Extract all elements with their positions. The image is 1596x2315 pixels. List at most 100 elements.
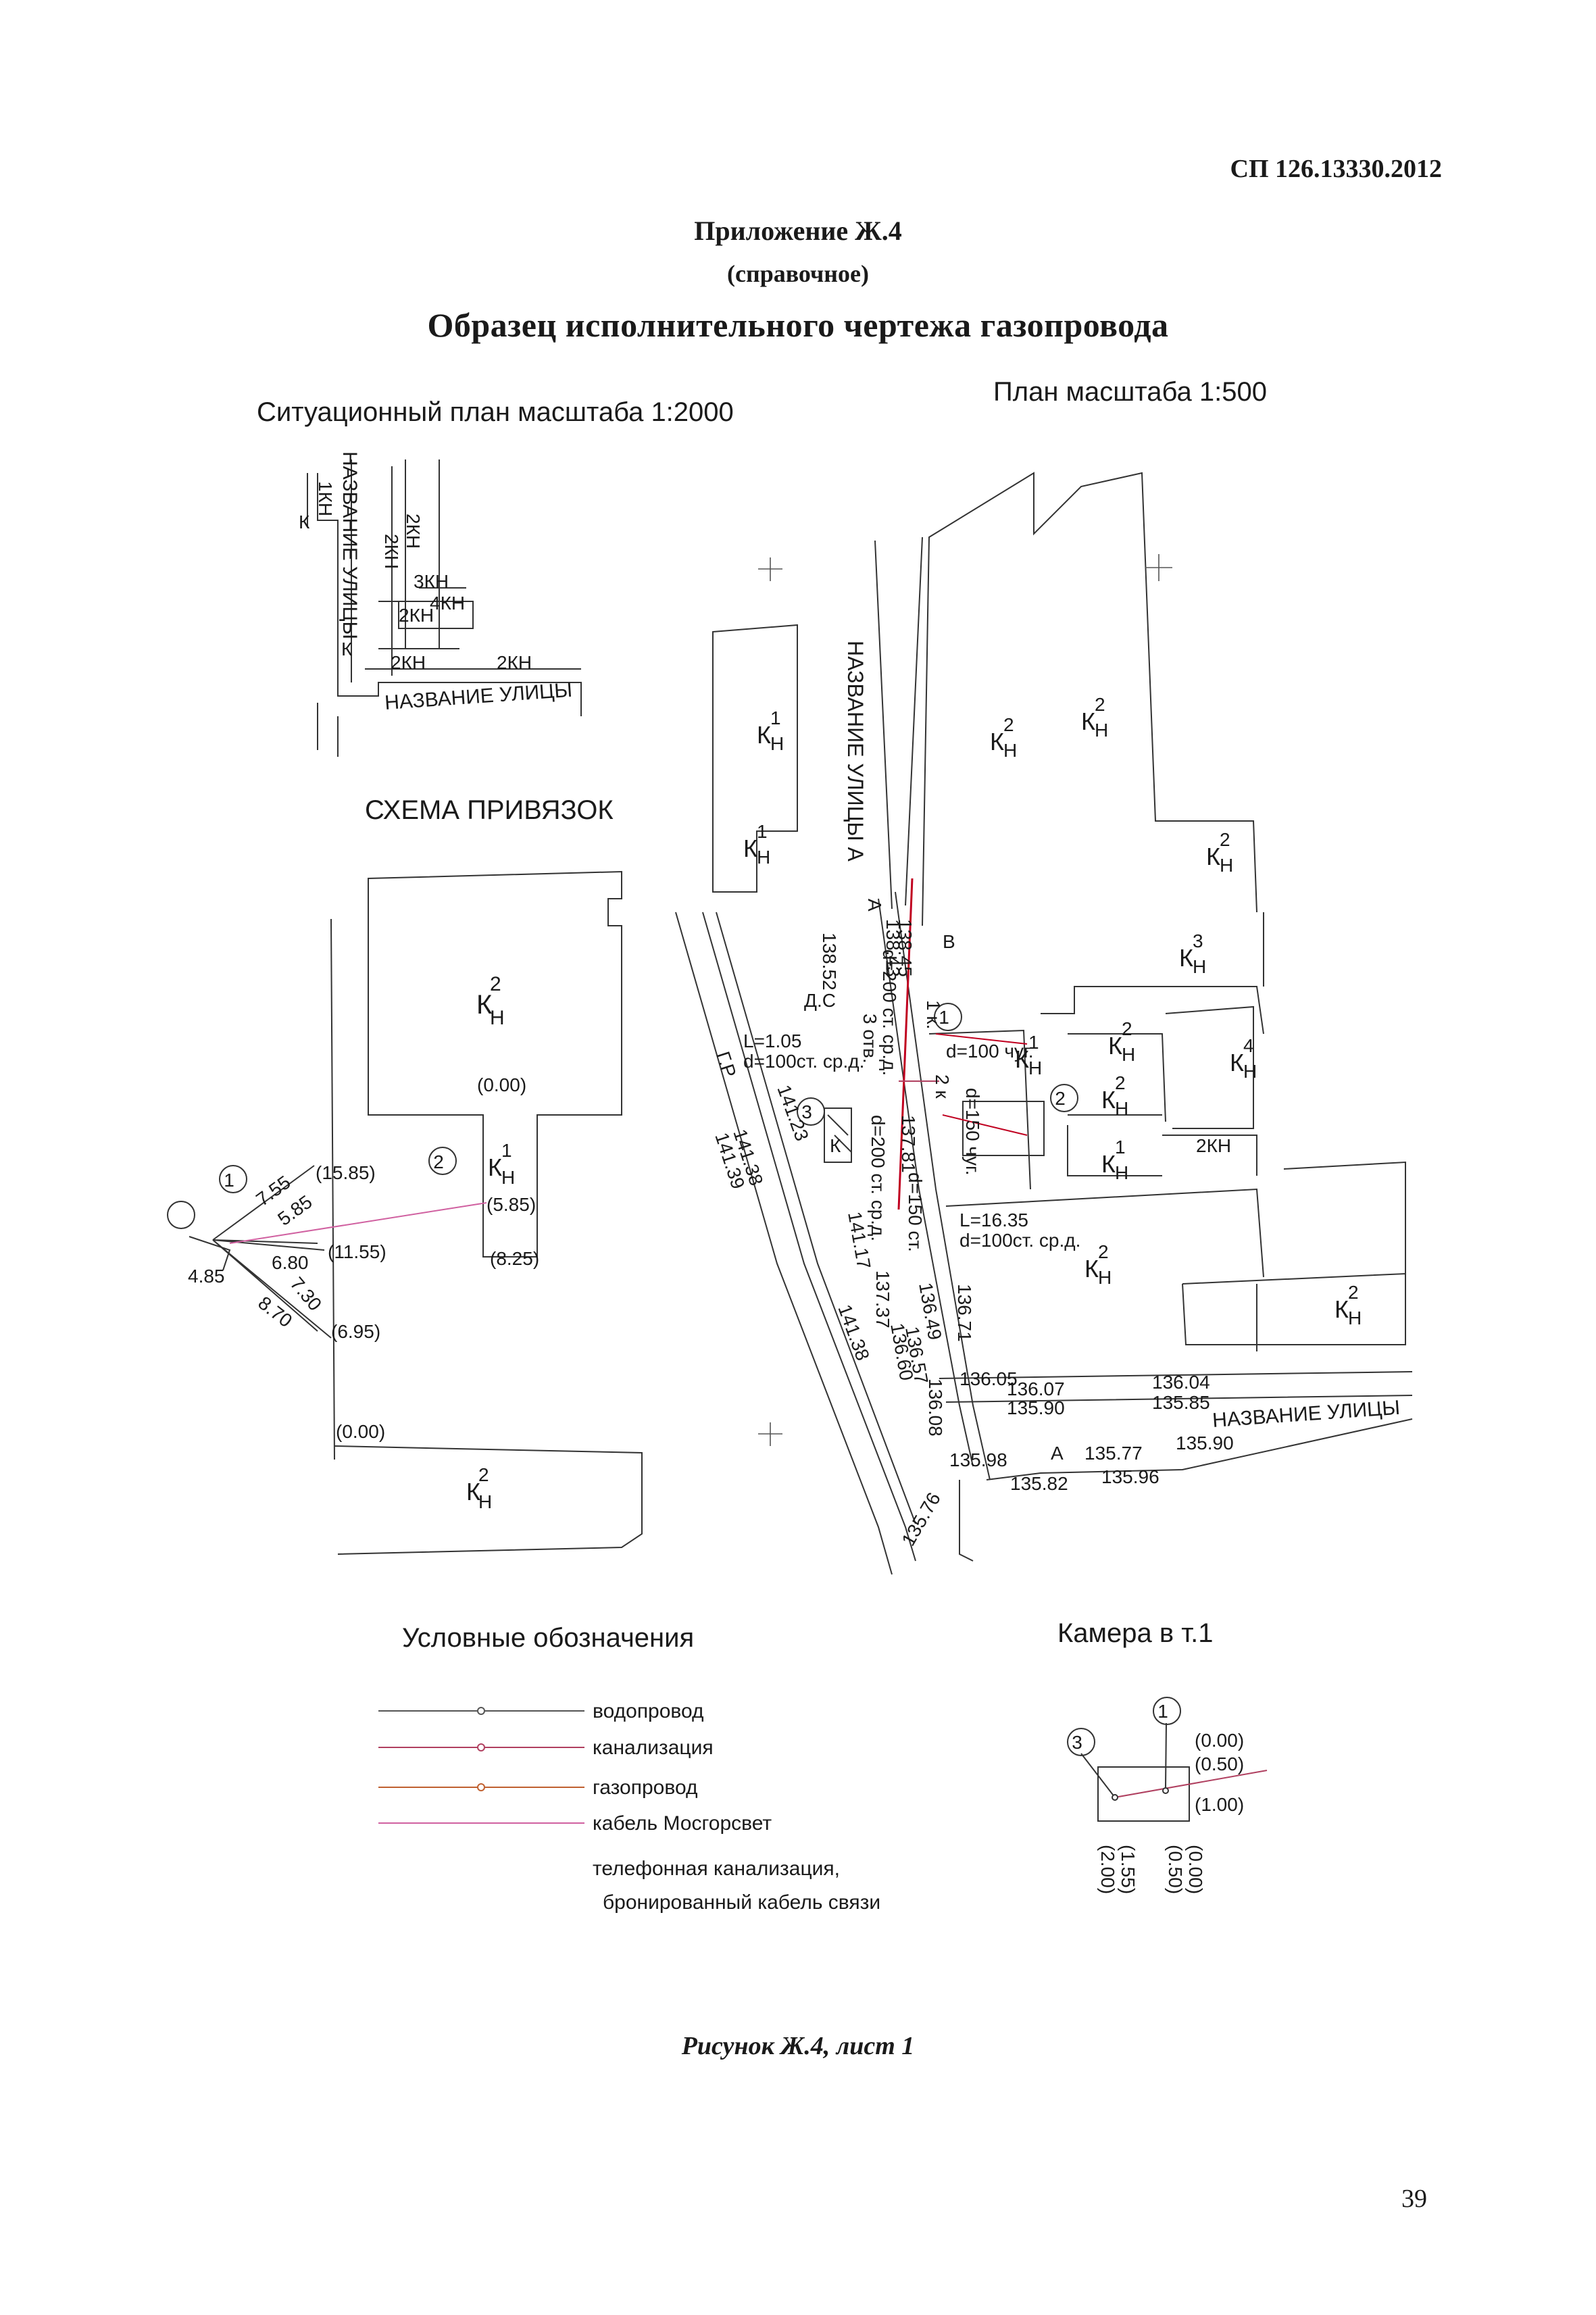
svg-text:1: 1: [757, 821, 768, 842]
legend-title: Условные обозначения: [402, 1623, 694, 1653]
svg-text:Н: Н: [1003, 740, 1017, 761]
svg-text:К: К: [1101, 1086, 1116, 1114]
legend-gas: газопровод: [593, 1776, 697, 1799]
binding-scheme-title: СХЕМА ПРИВЯЗОК: [365, 795, 614, 825]
situation-label-2kn-b: 2КН: [381, 534, 402, 569]
elevation-13737: 137.37: [872, 1270, 893, 1328]
svg-text:К: К: [1081, 707, 1095, 735]
elevation-14138b: 141.38: [834, 1301, 873, 1363]
binding-mark-825: (8.25): [490, 1248, 539, 1269]
binding-distance-870: 8.70: [254, 1292, 296, 1331]
svg-text:Н: Н: [1193, 956, 1206, 977]
elevation-13605: 136.05: [959, 1368, 1018, 1389]
situation-label-k2: К: [341, 639, 353, 659]
svg-text:2: 2: [1003, 714, 1014, 735]
pipe-label-d150-st: d=150 ст.: [905, 1172, 926, 1252]
binding-mark-0-bottom: (0.00): [336, 1421, 385, 1442]
pipe-label-l1635: L=16.35: [959, 1210, 1028, 1230]
elevation-13781: 137.81: [898, 1115, 919, 1173]
svg-text:2: 2: [1115, 1072, 1126, 1093]
svg-text:1: 1: [1115, 1137, 1126, 1158]
situation-label-2kn-a: 2КН: [403, 514, 424, 549]
pipe-label-d200-b: d=200 ст. ср.д.: [868, 1115, 889, 1241]
plan-building-labels: К1Н К1Н К2Н К2Н К2Н К3Н К2Н К4Н К1Н К2Н …: [743, 694, 1362, 1328]
pipe-label-a-top: А: [864, 899, 885, 912]
main-title: Образец исполнительного чертежа газопров…: [427, 306, 1169, 344]
legend-cable: кабель Мосгорсвет: [593, 1812, 772, 1835]
svg-text:Н: Н: [770, 733, 784, 754]
binding-building-sub: Н: [490, 1007, 505, 1029]
plan-point-1: 1: [939, 1007, 949, 1028]
elevation-13852: 138.52: [819, 932, 840, 991]
pipe-label-d200-a: d=200 ст. ср.д.: [879, 949, 900, 1076]
legend-sewer: канализация: [593, 1737, 714, 1759]
plan-building-2: К1Н: [743, 821, 770, 868]
elevation-13843: 138.43: [882, 919, 903, 977]
situation-plan: [307, 459, 582, 757]
plan-building-11: К1Н: [1101, 1137, 1128, 1183]
binding-bottom-building-sub: Н: [478, 1491, 492, 1512]
binding-building-sup: 2: [490, 973, 501, 995]
pipe-label-d100-chug: d=100 чуг.: [946, 1041, 1034, 1062]
pipe-label-a-bottom: А: [1051, 1443, 1064, 1464]
situation-street-vertical: НАЗВАНИЕ УЛИЦЫ: [339, 451, 361, 639]
plan-building-9: К1Н: [1015, 1032, 1042, 1078]
pipe-label-d100-st-a: d=100ст. ср.д.: [743, 1051, 864, 1072]
svg-text:К: К: [757, 721, 771, 749]
chamber-drawing: [1080, 1722, 1268, 1822]
svg-text:Н: Н: [1095, 720, 1108, 741]
svg-text:Н: Н: [1243, 1061, 1257, 1082]
pipe-label-l105: L=1.05: [743, 1030, 801, 1051]
binding-point-1: 1: [224, 1170, 234, 1191]
elevation-13671: 136.71: [954, 1284, 975, 1342]
binding-mark-585: (5.85): [487, 1194, 536, 1215]
elevation-13590a: 135.90: [1007, 1397, 1065, 1418]
plan-label-2kn: 2КН: [1196, 1135, 1231, 1156]
svg-text:Н: Н: [1220, 855, 1233, 876]
binding-distance-485: 4.85: [188, 1266, 225, 1287]
plan-building-13: К2Н: [1335, 1282, 1362, 1328]
pipe-label-1k: 1 к.: [923, 1000, 944, 1029]
svg-text:1: 1: [770, 707, 781, 728]
svg-text:2: 2: [1095, 694, 1105, 715]
binding-bottom-building-k: К: [466, 1478, 480, 1505]
chamber-mark-100: (1.00): [1195, 1794, 1244, 1815]
pipe-label-3otv: 3 отв.: [859, 1014, 880, 1064]
binding-small-building-sup: 1: [501, 1140, 512, 1161]
plan-building-7: К2Н: [1108, 1018, 1135, 1065]
chamber-mark-000: (0.00): [1195, 1730, 1244, 1751]
svg-text:Н: Н: [1115, 1162, 1128, 1183]
elevation-13598: 135.98: [949, 1449, 1007, 1470]
plan-building-6: К3Н: [1179, 930, 1206, 977]
plan-building-10: К2Н: [1101, 1072, 1128, 1119]
svg-text:К: К: [1084, 1255, 1099, 1283]
plan-building-12: К2Н: [1084, 1241, 1112, 1288]
svg-text:Н: Н: [1098, 1267, 1112, 1288]
elevation-13596: 135.96: [1101, 1466, 1159, 1487]
binding-building-k: К: [476, 990, 493, 1020]
document-number: СП 126.13330.2012: [1230, 155, 1443, 183]
elevation-13577: 135.77: [1084, 1443, 1143, 1464]
svg-text:Н: Н: [1348, 1308, 1362, 1328]
elevation-13590b: 135.90: [1176, 1433, 1234, 1453]
legend-water: водопровод: [593, 1700, 704, 1722]
plan-500-grid-crosses: [758, 554, 1172, 1446]
chamber-mark-050: (0.50): [1195, 1753, 1244, 1774]
binding-scheme-lines: [189, 870, 643, 1555]
svg-text:2: 2: [1122, 1018, 1132, 1039]
svg-text:Н: Н: [1115, 1098, 1128, 1119]
chamber-mark-000-v: (0.00): [1185, 1845, 1206, 1894]
situation-label-2kn-e: 2КН: [497, 652, 532, 673]
page-number: 39: [1401, 2185, 1427, 2213]
plan-building-3: К2Н: [990, 714, 1017, 761]
pipe-label-d150-chug: d=150 чуг.: [962, 1088, 983, 1176]
binding-mark-1155: (11.55): [328, 1241, 386, 1262]
situation-label-1kn: 1КН: [315, 481, 336, 516]
pipe-label-2k: 2 к: [932, 1074, 953, 1099]
appendix-note: (справочное): [726, 260, 869, 287]
plan-pipe-labels: d=200 ст. ср.д. d=200 ст. ср.д. d=150 ст…: [712, 899, 1080, 1464]
plan-building-4: К2Н: [1081, 694, 1108, 741]
svg-text:Н: Н: [757, 847, 770, 868]
